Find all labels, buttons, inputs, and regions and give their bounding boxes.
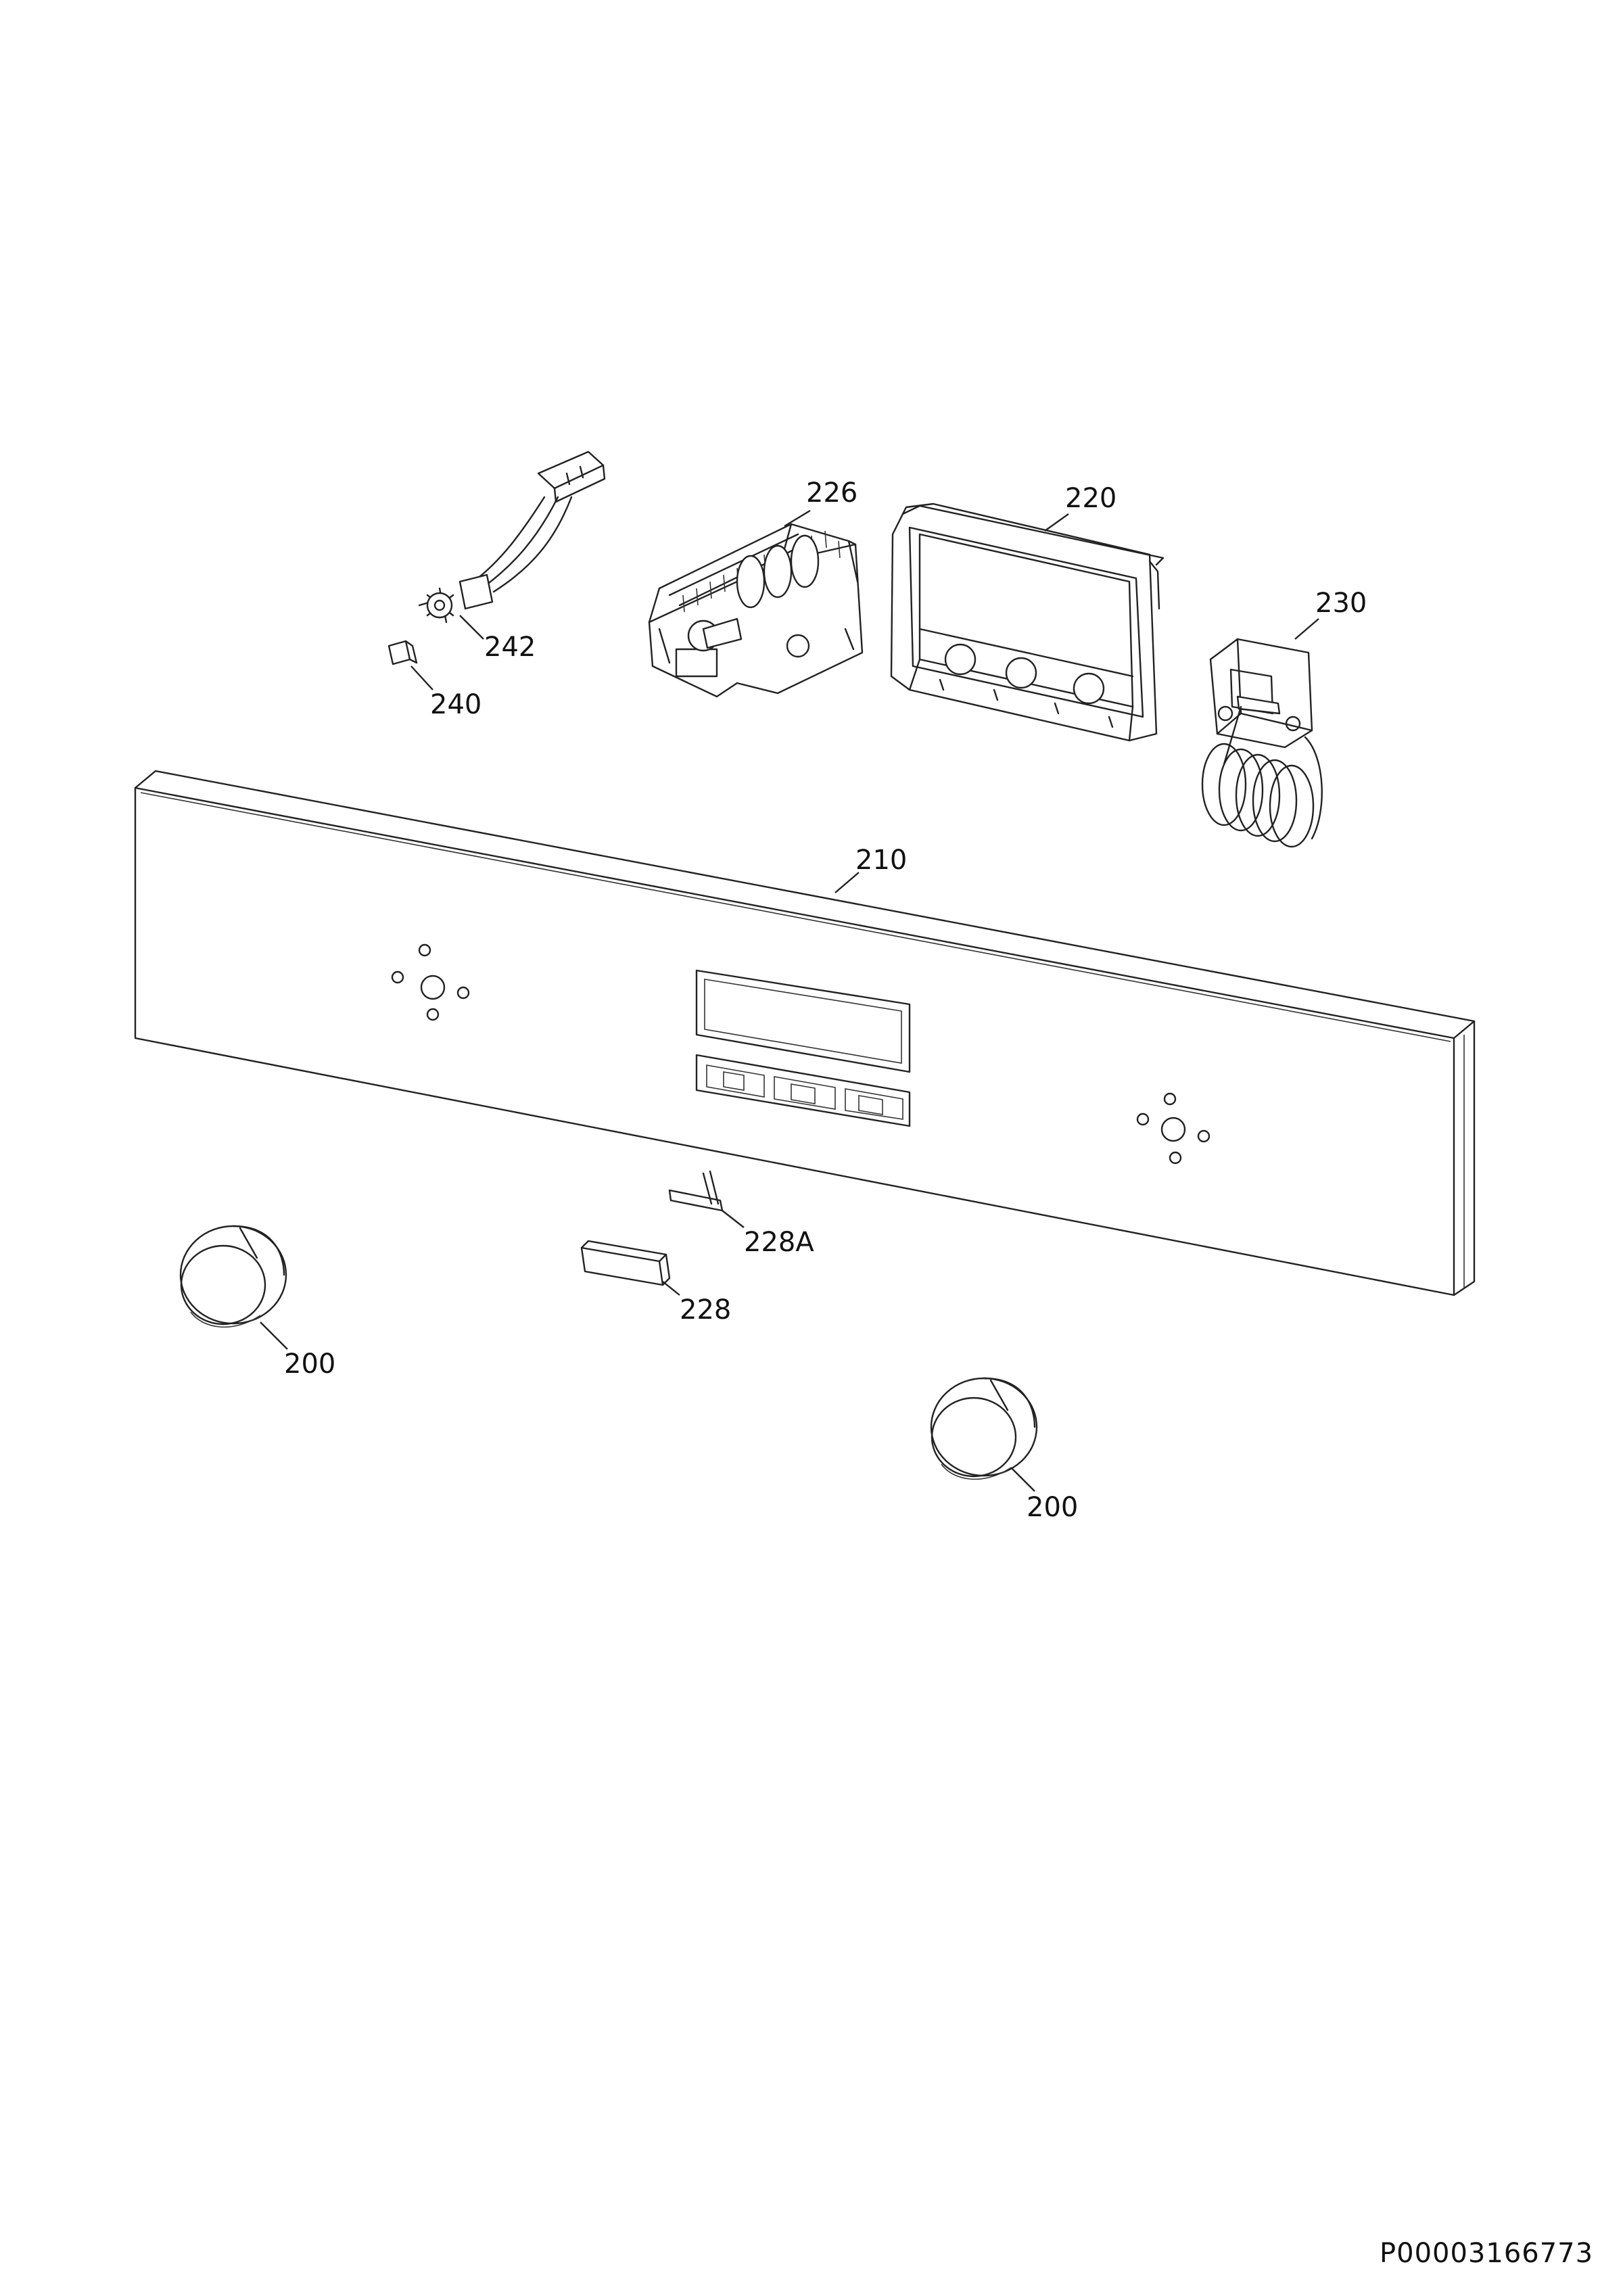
part-230-thermostat[interactable] [1201, 638, 1323, 848]
leader-lines [260, 509, 1319, 1492]
part-228-push-button[interactable] [580, 1240, 671, 1286]
part-210-control-panel[interactable] [134, 770, 1476, 1296]
part-226-selector-switch[interactable] [648, 523, 864, 698]
label-220: 220 [1065, 483, 1116, 514]
part-labels: 226 220 230 242 240 210 228A 228 200 200 [284, 477, 1367, 1523]
part-200-knob-left[interactable] [179, 1225, 287, 1328]
label-242: 242 [484, 632, 536, 663]
label-240: 240 [430, 689, 481, 720]
label-200-right: 200 [1027, 1492, 1078, 1523]
part-228a-light-guide[interactable] [668, 1170, 724, 1212]
label-230: 230 [1315, 588, 1367, 619]
label-210: 210 [855, 845, 907, 876]
label-226: 226 [806, 477, 857, 509]
label-228a: 228A [744, 1227, 814, 1258]
part-242-wire-connector[interactable] [418, 450, 606, 624]
part-240-clip[interactable] [387, 640, 418, 665]
part-200-knob-right[interactable] [930, 1377, 1038, 1480]
label-228: 228 [680, 1294, 731, 1326]
document-id: P00003166773 [1380, 2238, 1593, 2269]
label-200-left: 200 [284, 1349, 335, 1380]
part-220-display-housing[interactable] [890, 502, 1165, 742]
